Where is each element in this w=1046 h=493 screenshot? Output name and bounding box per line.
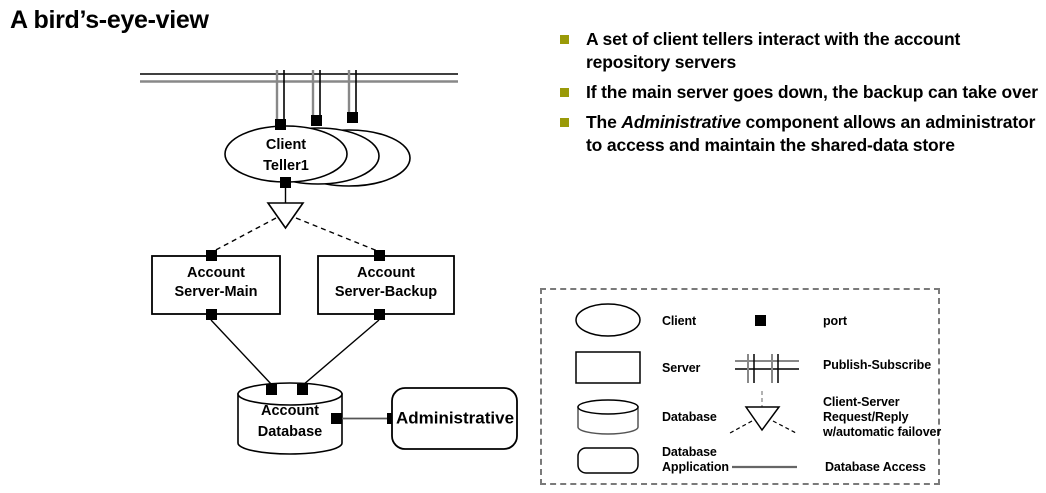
- port-square-icon: [755, 315, 766, 326]
- legend-label-database-application-line2: Application: [662, 460, 729, 474]
- server-backup-label-line1: Account: [357, 265, 415, 281]
- legend-label-port: port: [823, 314, 847, 328]
- account-server-backup-node[interactable]: Account Server-Backup: [317, 255, 455, 315]
- port-icon: [311, 115, 322, 126]
- bullet-list: A set of client tellers interact with th…: [560, 28, 1046, 164]
- server-main-label-line1: Account: [187, 265, 245, 281]
- bullet-square-icon: [560, 88, 569, 97]
- list-item: The Administrative component allows an a…: [560, 111, 1046, 157]
- legend-label-client: Client: [662, 314, 697, 328]
- server-main-label-line2: Server-Main: [174, 284, 257, 300]
- server-backup-top-port-icon: [374, 250, 385, 261]
- failover-triangle-icon: [266, 202, 305, 230]
- account-database-node[interactable]: Account Database: [237, 382, 343, 455]
- database-label-line1: Account: [261, 403, 319, 419]
- list-item: A set of client tellers interact with th…: [560, 28, 1046, 74]
- architecture-diagram: Client Teller1 Account Server-Main: [140, 70, 518, 455]
- client-label-line2: Teller1: [263, 158, 309, 174]
- server-main-bottom-port-icon: [206, 309, 217, 320]
- server-backup-bottom-port-icon: [374, 309, 385, 320]
- database-access-links: [210, 319, 380, 386]
- client-label-line1: Client: [266, 137, 306, 153]
- database-port-left-icon: [266, 384, 277, 395]
- bullet-text-before: The: [586, 112, 622, 132]
- legend-label-client-server-line3: w/automatic failover: [823, 425, 942, 439]
- port-icon: [347, 112, 358, 123]
- legend-label-client-server-line2: Request/Reply: [823, 410, 909, 424]
- administrative-label: Administrative: [396, 408, 514, 427]
- administrative-node[interactable]: Administrative: [391, 387, 518, 450]
- failover-triangle-icon: [729, 391, 797, 434]
- bullet-text-after: component allows an administrator to acc…: [586, 112, 1036, 155]
- legend-label-client-server-line1: Client-Server: [823, 395, 900, 409]
- account-server-main-node[interactable]: Account Server-Main: [151, 255, 281, 315]
- bus-drop-connectors: [275, 70, 357, 122]
- bullet-text: If the main server goes down, the backup…: [586, 82, 1038, 102]
- client-teller-stack: [224, 125, 411, 187]
- database-label-line2: Database: [258, 424, 322, 440]
- legend-label-publish-subscribe: Publish-Subscribe: [823, 358, 932, 372]
- legend-label-database-application-line1: Database: [662, 445, 717, 459]
- database-side-port-icon: [331, 413, 342, 424]
- list-item: If the main server goes down, the backup…: [560, 81, 1046, 104]
- legend-label-database-access: Database Access: [825, 460, 926, 474]
- port-icon: [275, 119, 286, 130]
- ellipse-icon: [575, 303, 641, 337]
- bullet-text-emphasis: Administrative: [621, 112, 741, 132]
- bullet-square-icon: [560, 35, 569, 44]
- legend-label-server: Server: [662, 361, 701, 375]
- bullet-text: A set of client tellers interact with th…: [586, 29, 961, 72]
- server-backup-label-line2: Server-Backup: [335, 284, 437, 300]
- page-title: A bird’s-eye-view: [10, 6, 209, 34]
- client-bottom-port-icon: [280, 177, 291, 188]
- client-bus-ports: [275, 112, 358, 130]
- server-main-top-port-icon: [206, 250, 217, 261]
- failover-dashed-links: [211, 217, 381, 253]
- rectangle-icon: [575, 351, 641, 384]
- publish-subscribe-bus-icon: [735, 354, 799, 383]
- bullet-square-icon: [560, 118, 569, 127]
- cylinder-icon: [577, 399, 639, 435]
- bullet-text-rich: The Administrative component allows an a…: [586, 111, 1046, 157]
- legend-label-database: Database: [662, 410, 717, 424]
- rounded-rect-icon: [577, 447, 639, 474]
- publish-subscribe-bus: [140, 73, 458, 83]
- legend-panel: Client Server Database Database Applicat…: [540, 288, 942, 485]
- database-port-right-icon: [297, 384, 308, 395]
